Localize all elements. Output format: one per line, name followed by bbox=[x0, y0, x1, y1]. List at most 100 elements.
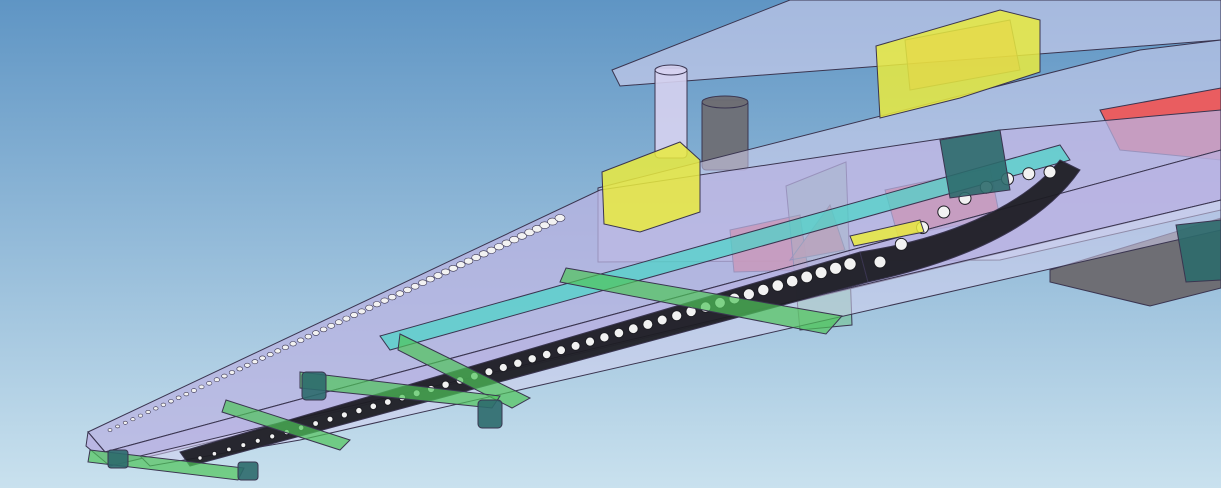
bracket-2 bbox=[397, 333, 532, 409]
rail-hole bbox=[334, 319, 343, 326]
rail-hole bbox=[509, 236, 520, 244]
rail-hole bbox=[471, 254, 481, 261]
rail-hole bbox=[365, 304, 374, 311]
rail-hole bbox=[448, 264, 458, 272]
chain-link bbox=[226, 446, 232, 453]
chain-link bbox=[656, 314, 668, 326]
cylinder-right-cap bbox=[701, 95, 749, 109]
rail-hole bbox=[190, 388, 197, 393]
chain-link bbox=[627, 323, 639, 335]
rail-hole bbox=[168, 399, 174, 404]
chain-link bbox=[843, 257, 857, 271]
rail-hole bbox=[350, 312, 358, 318]
rail-hole bbox=[138, 413, 144, 418]
rail-hole bbox=[289, 341, 297, 347]
rail-hole bbox=[388, 294, 397, 301]
bracket-1 bbox=[559, 267, 843, 335]
chain-link bbox=[513, 358, 523, 368]
rail-hole bbox=[395, 290, 404, 297]
yellow-blocks bbox=[601, 9, 1041, 247]
rail-hole bbox=[539, 221, 550, 229]
chain-link bbox=[527, 354, 537, 364]
rail-hole bbox=[524, 228, 535, 237]
chain-link bbox=[829, 261, 843, 275]
chain-link bbox=[771, 279, 785, 292]
rail-hole bbox=[304, 333, 312, 340]
rail-hole bbox=[244, 362, 251, 368]
rail-hole bbox=[130, 417, 136, 422]
chain-link bbox=[355, 406, 363, 415]
chain-link bbox=[269, 433, 276, 440]
rail-hole bbox=[153, 406, 159, 411]
chain-curve bbox=[859, 159, 1081, 283]
rail-hole bbox=[160, 402, 167, 407]
chain-link bbox=[484, 367, 494, 377]
rail-hole bbox=[357, 308, 366, 315]
rail-hole bbox=[319, 326, 328, 333]
chain-link bbox=[383, 398, 392, 406]
rail-hole bbox=[342, 315, 351, 322]
rail-hole-row bbox=[107, 214, 566, 432]
chain-link bbox=[541, 349, 552, 360]
rail-hole bbox=[531, 225, 543, 233]
rail-hole bbox=[380, 297, 389, 304]
chain-link bbox=[240, 442, 247, 449]
chain-link bbox=[326, 415, 334, 423]
chain-link bbox=[197, 455, 203, 461]
chain-link bbox=[340, 411, 348, 419]
rail-hole bbox=[372, 301, 382, 308]
rail-hole bbox=[418, 279, 428, 286]
rail-hole bbox=[198, 384, 205, 390]
rail-hole bbox=[115, 424, 120, 429]
chain-link bbox=[800, 270, 814, 284]
foot-4 bbox=[477, 399, 503, 429]
rail-hole bbox=[547, 217, 558, 226]
rail-hole bbox=[206, 381, 213, 386]
roller-right bbox=[1175, 219, 1221, 283]
chain-link bbox=[671, 310, 683, 322]
rail-hole bbox=[403, 286, 412, 294]
chain-link bbox=[312, 420, 320, 427]
roller-feet bbox=[107, 129, 1221, 481]
rail-hole bbox=[463, 257, 474, 265]
rail-hole bbox=[456, 261, 466, 269]
chain-link bbox=[757, 283, 770, 297]
foot-2 bbox=[237, 461, 259, 481]
rail-hole bbox=[259, 355, 266, 361]
chain-link bbox=[742, 288, 756, 301]
rail-hole bbox=[441, 268, 451, 276]
rail-hole bbox=[213, 377, 220, 383]
cylinder-left-cap bbox=[654, 64, 688, 76]
rail-hole bbox=[145, 409, 151, 414]
yellow-bar bbox=[849, 219, 925, 247]
rail-hole bbox=[274, 348, 282, 354]
cyan-guide-rail bbox=[379, 144, 1071, 351]
rail-hole bbox=[183, 392, 190, 397]
rail-hole bbox=[486, 246, 497, 254]
rail-hole bbox=[281, 344, 289, 351]
rail-hole bbox=[425, 275, 435, 283]
rail-hole bbox=[501, 239, 512, 247]
foot-3 bbox=[301, 371, 327, 401]
curve-chain-link bbox=[1043, 165, 1057, 179]
rail-hole bbox=[433, 272, 443, 279]
rail-hole bbox=[251, 359, 259, 365]
foot-1 bbox=[107, 449, 129, 469]
rail-hole bbox=[175, 395, 182, 400]
chain-link bbox=[814, 266, 828, 280]
chain-link bbox=[642, 318, 654, 330]
rail-hole bbox=[410, 283, 420, 290]
rail-hole bbox=[228, 370, 236, 375]
chain-link bbox=[441, 380, 450, 389]
rail-hole bbox=[516, 232, 527, 240]
chain-link bbox=[785, 274, 799, 288]
actuator-assembly bbox=[85, 0, 1221, 481]
rail-hole bbox=[478, 250, 489, 258]
rail-hole bbox=[107, 428, 113, 432]
curve-chain-link bbox=[873, 255, 887, 269]
chain-link bbox=[613, 327, 625, 339]
yellow-block-left bbox=[601, 141, 701, 233]
roller-top bbox=[939, 129, 1011, 199]
